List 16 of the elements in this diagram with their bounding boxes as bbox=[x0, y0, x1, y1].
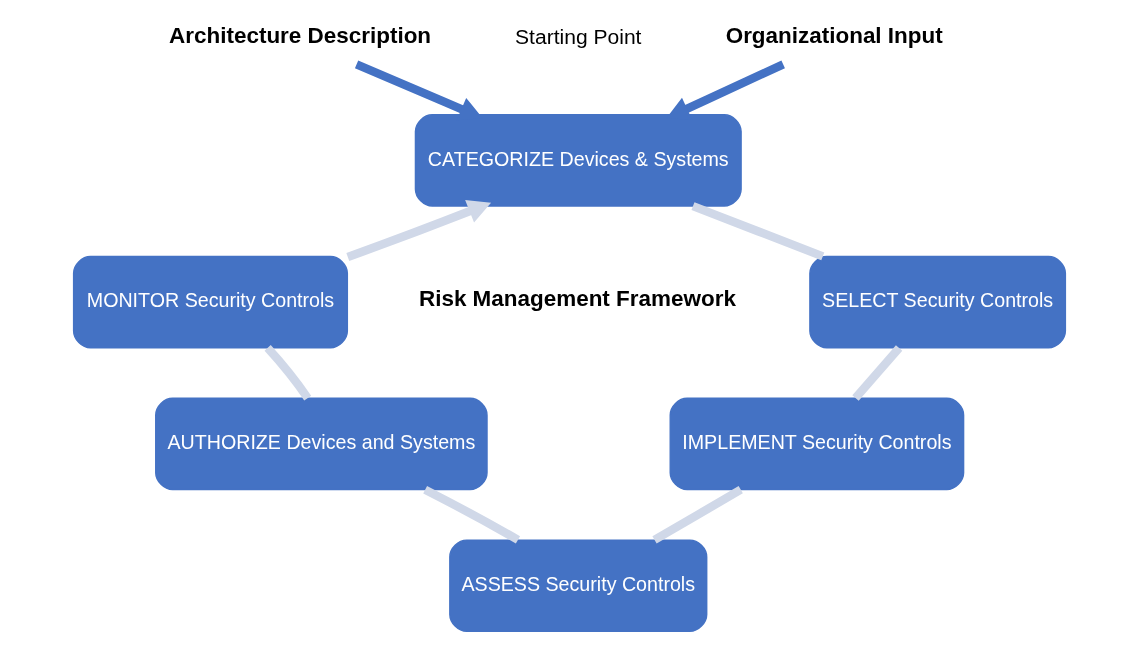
node-label: Starting Point bbox=[514, 24, 641, 48]
connector bbox=[690, 202, 824, 261]
node-text: Organizational Input bbox=[725, 22, 943, 48]
connector bbox=[422, 485, 520, 544]
node-box: AUTHORIZE Devices and Systems bbox=[154, 397, 488, 491]
connector bbox=[651, 486, 743, 544]
node-box: IMPLEMENT Security Controls bbox=[669, 397, 964, 491]
connector bbox=[851, 345, 902, 401]
node-box: ASSESS Security Controls bbox=[448, 539, 707, 633]
node-box: SELECT Security Controls bbox=[808, 255, 1066, 349]
connector bbox=[264, 345, 311, 401]
label: Risk Management Framework bbox=[418, 286, 736, 312]
node-box: CATEGORIZE Devices & Systems bbox=[414, 114, 742, 207]
node-text: Architecture Description bbox=[168, 22, 431, 48]
node-box: MONITOR Security Controls bbox=[72, 255, 348, 349]
arrow bbox=[345, 199, 491, 261]
